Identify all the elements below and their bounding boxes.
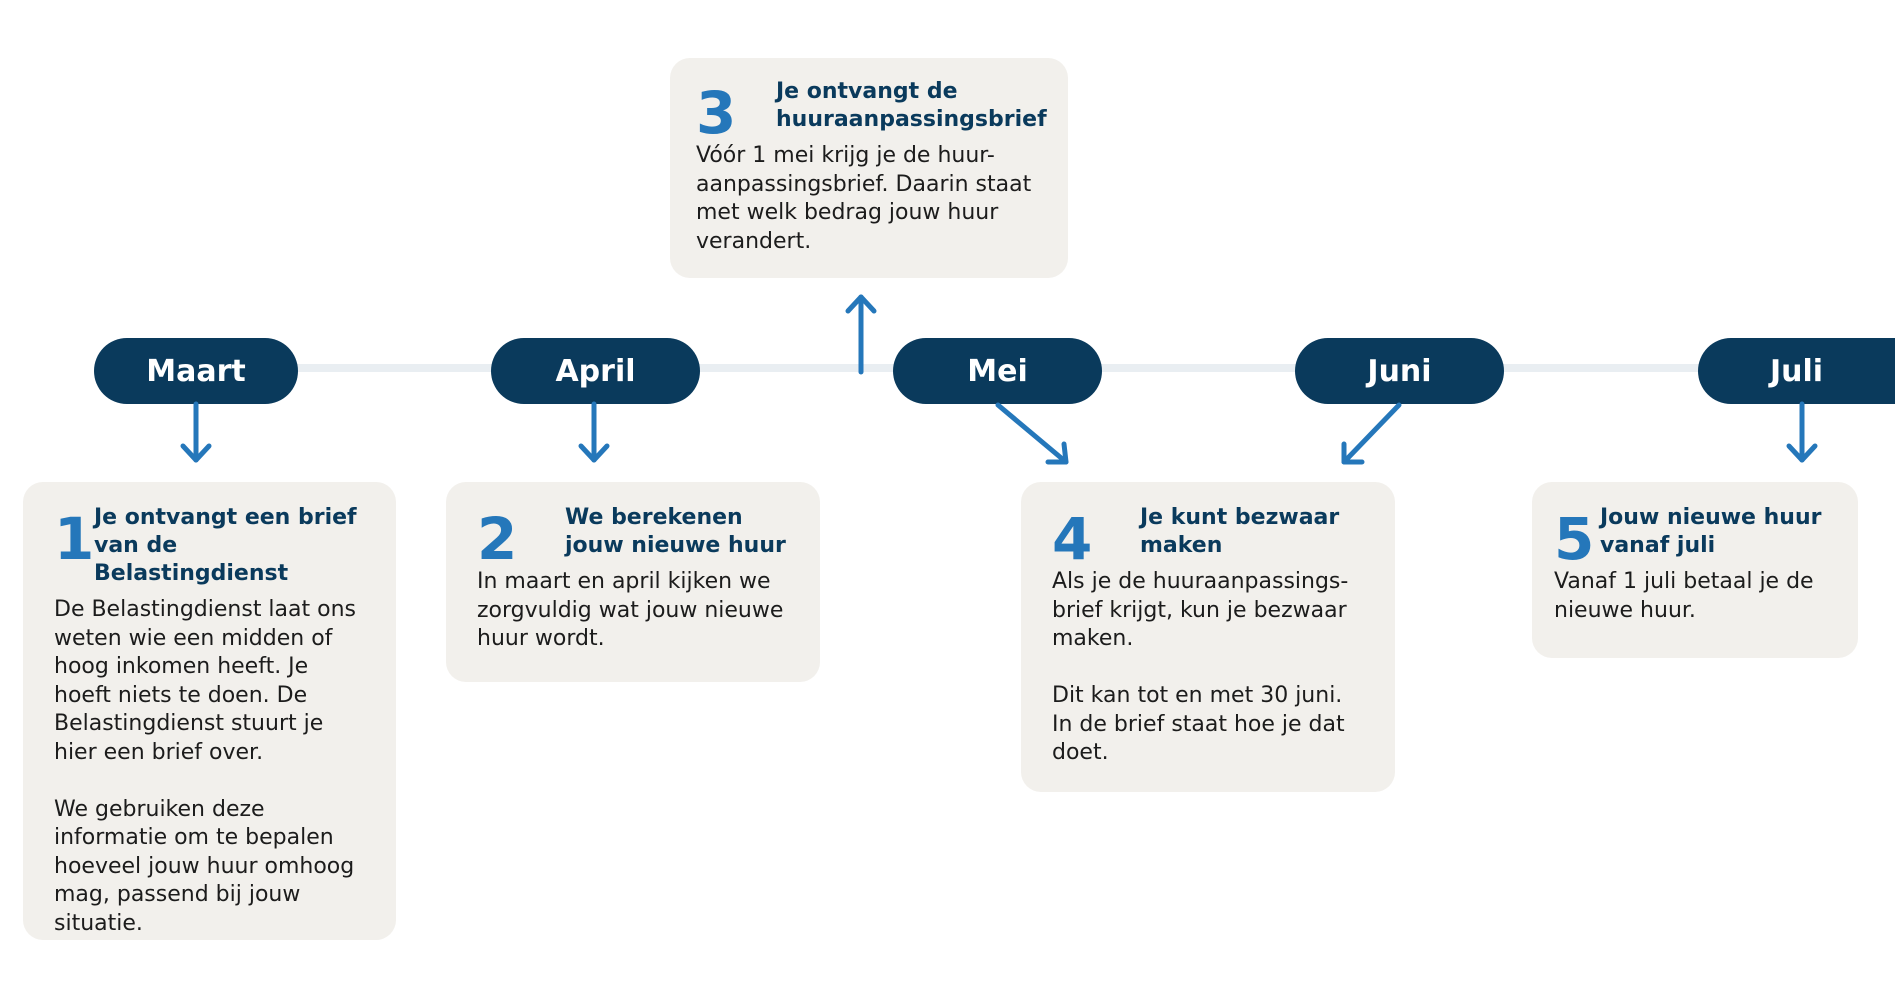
step-card-header: 5 Jouw nieuwe huur vanaf juli <box>1554 504 1838 568</box>
step-number: 3 <box>696 79 737 147</box>
step-card-header: 1 Je ontvangt een brief van de Belasting… <box>54 504 368 588</box>
step-number: 4 <box>1052 505 1093 573</box>
step-number: 1 <box>54 505 95 573</box>
step-description: In maart en april kijken we zorgvuldig w… <box>477 569 784 651</box>
step-card-1: 1 Je ontvangt een brief van de Belasting… <box>23 482 396 940</box>
step-title: Jouw nieuwe huur vanaf juli <box>1600 505 1822 558</box>
month-pill-mei: Mei <box>893 338 1102 404</box>
step-card-5: 5 Jouw nieuwe huur vanaf juli Vanaf 1 ju… <box>1532 482 1858 658</box>
step-title: We berekenen jouw nieuwe huur <box>565 505 786 558</box>
arrow-up-to-step-3 <box>845 294 877 375</box>
step-card-3: 3 Je ontvangt de huuraanpassingsbrief Vó… <box>670 58 1068 278</box>
step-title: Je kunt bezwaar maken <box>1140 505 1340 558</box>
step-card-4: 4 Je kunt bezwaar maken Als je de huuraa… <box>1021 482 1395 792</box>
step-description: De Belastingdienst laat ons weten wie ee… <box>54 597 356 936</box>
step-description: Vanaf 1 juli betaal je de nieuwe huur. <box>1554 569 1814 623</box>
arrow-maart-to-step-1 <box>180 401 212 463</box>
step-description: Als je de huuraanpassings-brief krijgt, … <box>1052 569 1349 765</box>
arrow-april-to-step-2 <box>578 401 610 463</box>
step-number: 5 <box>1554 505 1595 573</box>
month-pill-maart: Maart <box>94 338 298 404</box>
month-pill-juni: Juni <box>1295 338 1504 404</box>
step-title: Je ontvangt de huuraanpassingsbrief <box>776 79 1047 132</box>
arrow-juni-to-step-4 <box>1341 402 1402 465</box>
step-description: Vóór 1 mei krijg je de huur-aanpassingsb… <box>696 143 1032 254</box>
arrow-juli-to-step-5 <box>1786 401 1818 463</box>
step-card-header: 4 Je kunt bezwaar maken <box>1052 504 1365 568</box>
step-title: Je ontvangt een brief van de Belastingdi… <box>94 505 357 586</box>
step-card-header: 3 Je ontvangt de huuraanpassingsbrief <box>696 78 1047 142</box>
month-pill-juli: Juli <box>1698 338 1895 404</box>
month-pill-april: April <box>491 338 700 404</box>
step-card-header: 2 We berekenen jouw nieuwe huur <box>477 504 790 568</box>
step-card-2: 2 We berekenen jouw nieuwe huur In maart… <box>446 482 820 682</box>
arrow-mei-to-step-4 <box>995 402 1069 465</box>
step-number: 2 <box>477 505 518 573</box>
